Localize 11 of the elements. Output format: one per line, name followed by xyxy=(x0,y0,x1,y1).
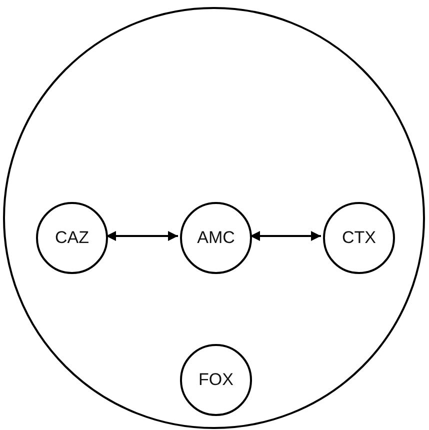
arrow xyxy=(106,231,178,241)
disk-label: CTX xyxy=(342,228,376,248)
disk-circle xyxy=(36,202,108,274)
arrow xyxy=(250,231,321,241)
plate-circle xyxy=(3,7,425,429)
disk-circle xyxy=(323,202,395,274)
disk-label: FOX xyxy=(198,370,234,390)
disk-circle xyxy=(180,202,252,274)
disk-label: CAZ xyxy=(55,228,89,248)
disk-label: AMC xyxy=(197,228,235,248)
disk-circle xyxy=(180,344,252,416)
